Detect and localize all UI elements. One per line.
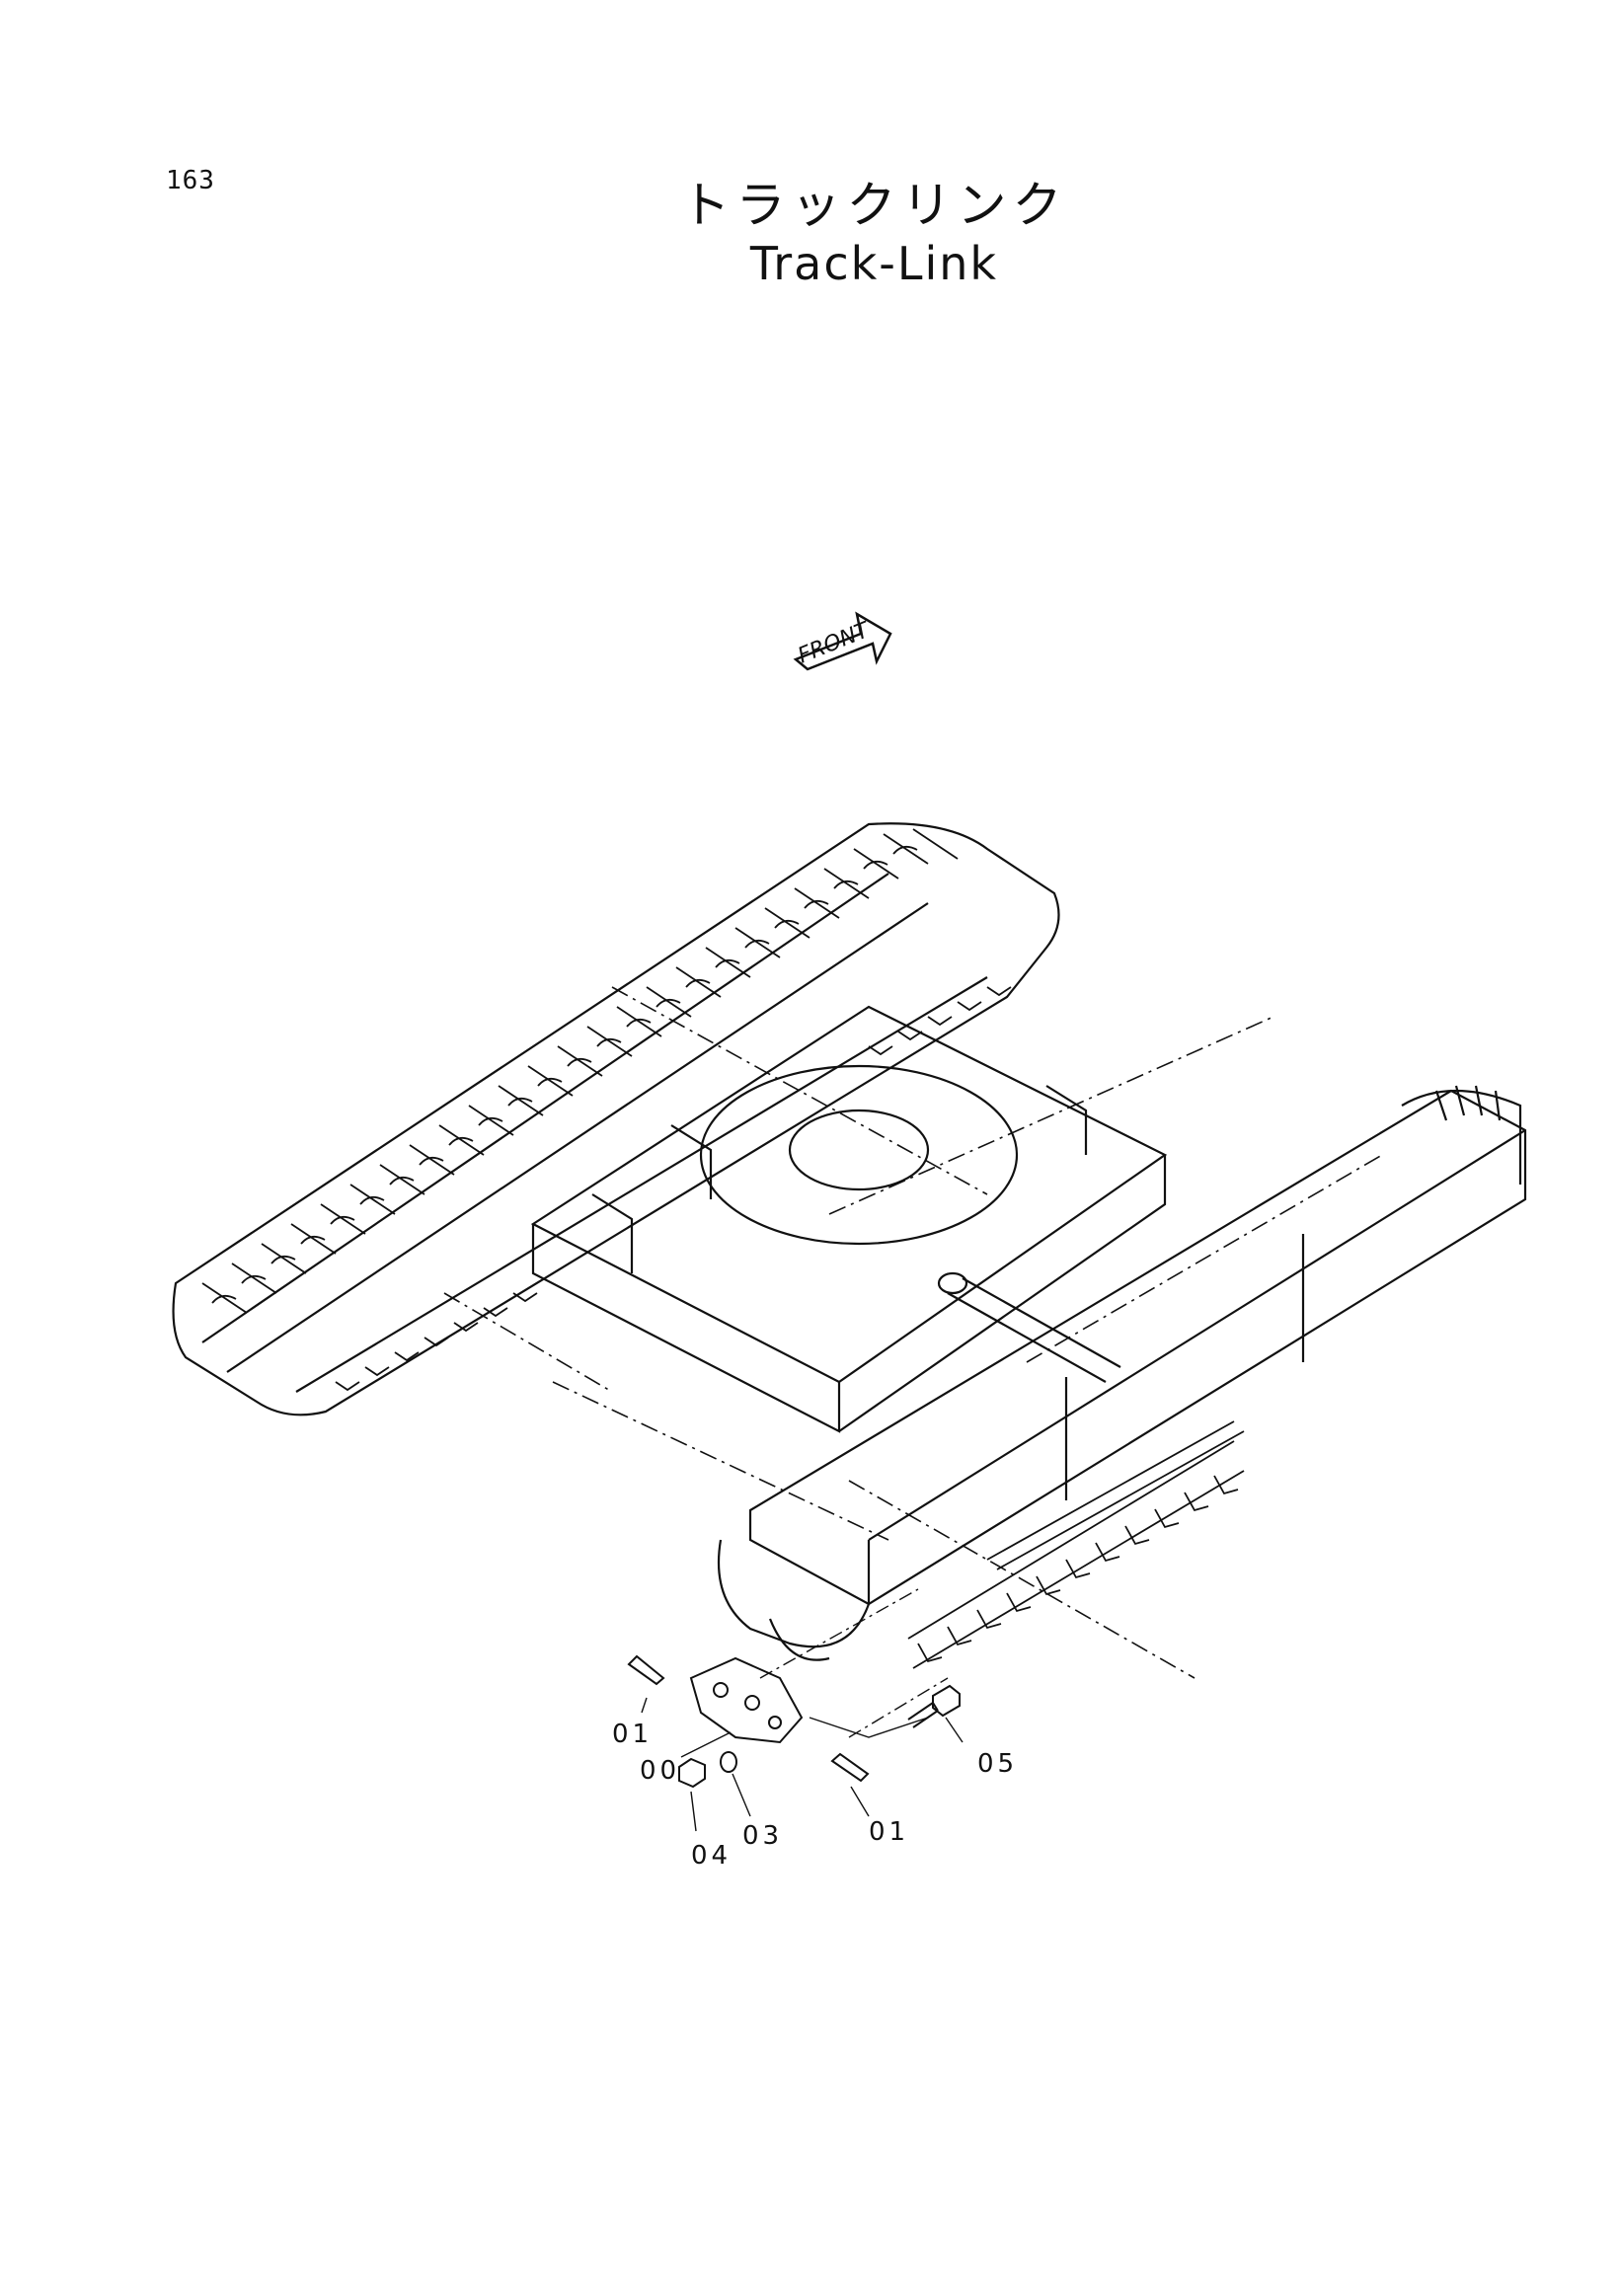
callout-label: 01: [869, 1817, 909, 1847]
page-number: 163: [166, 166, 215, 195]
callout-label: 03: [742, 1821, 783, 1851]
washer-part-03: [720, 1751, 737, 1773]
right-track-links: [907, 1420, 1245, 1669]
left-track-crawler: [172, 822, 1060, 1416]
callout-label: 04: [691, 1841, 732, 1871]
pin-part-01-left: [627, 1654, 665, 1686]
front-label: FRONT: [795, 618, 874, 669]
track-frame: [443, 986, 1527, 1679]
page-title-english: Track-Link: [749, 237, 999, 290]
page-title-japanese: トラックリンク: [680, 177, 1068, 234]
callout-label: 01: [612, 1720, 653, 1749]
pin-part-01-right: [830, 1752, 870, 1783]
callout-label: 05: [977, 1749, 1018, 1779]
master-link-parts: [627, 1588, 964, 1832]
nut-part-04: [678, 1757, 706, 1789]
master-link-part-00: [689, 1656, 804, 1744]
front-direction-arrow: FRONT: [793, 611, 892, 671]
callout-label: 00: [640, 1756, 680, 1786]
